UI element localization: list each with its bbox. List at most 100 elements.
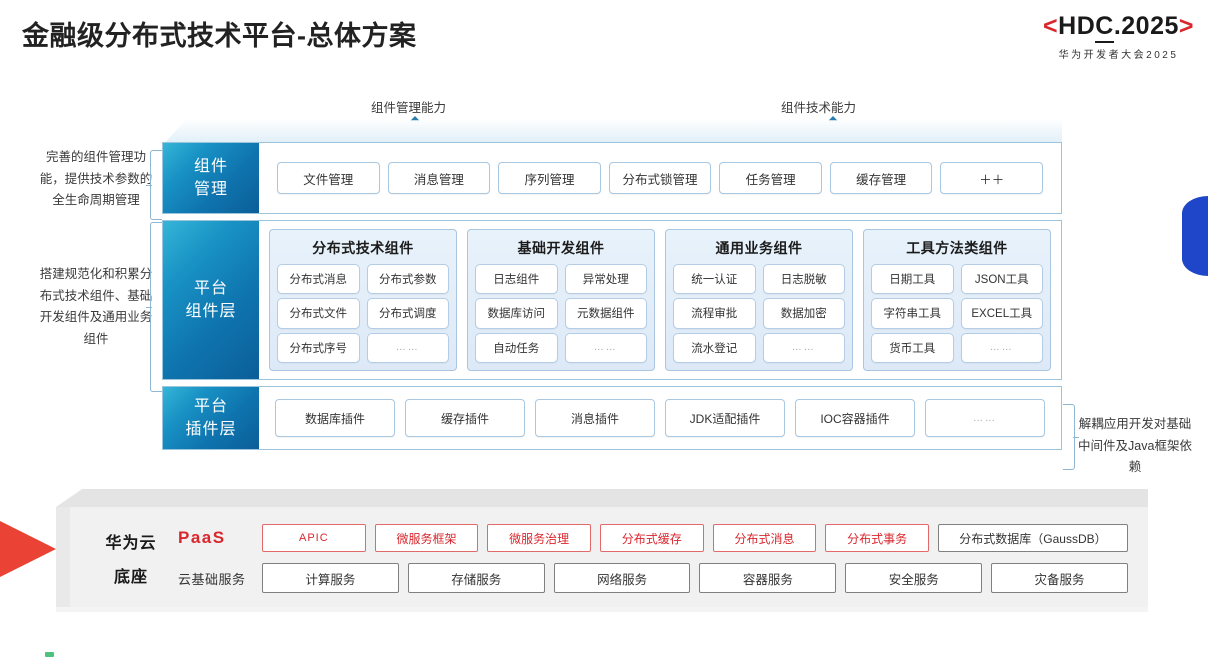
red-arrow-decoration bbox=[0, 505, 56, 593]
cloud-service-items: 计算服务 存储服务 网络服务 容器服务 安全服务 灾备服务 bbox=[262, 563, 1128, 593]
cloud-item-security[interactable]: 安全服务 bbox=[845, 563, 983, 593]
paas-item-distributed-database[interactable]: 分布式数据库（GaussDB） bbox=[937, 524, 1128, 552]
paas-service-items: APIC 微服务框架 微服务治理 分布式缓存 分布式消息 分布式事务 分布式数据… bbox=[262, 524, 1128, 552]
chip-file-management[interactable]: 文件管理 bbox=[277, 162, 380, 194]
paas-item-microservice-governance[interactable]: 微服务治理 bbox=[487, 524, 591, 552]
huawei-cloud-line2: 底座 bbox=[113, 568, 148, 586]
chip-message-management[interactable]: 消息管理 bbox=[387, 162, 491, 194]
hdc-logo: <HDC.2025> 华为开发者大会2025 bbox=[1043, 12, 1194, 61]
paas-item-distributed-message[interactable]: 分布式消息 bbox=[712, 524, 817, 552]
cell-component[interactable]: 流水登记 bbox=[673, 332, 756, 363]
cell-component[interactable]: 字符串工具 bbox=[871, 298, 954, 329]
cell-component[interactable]: 日志脱敏 bbox=[762, 264, 845, 295]
logo-hd: HD bbox=[1058, 12, 1096, 40]
cell-component[interactable]: EXCEL工具 bbox=[960, 298, 1043, 329]
layer-component-management: 组件 管理 文件管理 消息管理 序列管理 分布式锁管理 任务管理 缓存管理 ＋＋ bbox=[162, 142, 1062, 214]
cloud-service-row: 云基础服务 计算服务 存储服务 网络服务 容器服务 安全服务 灾备服务 bbox=[178, 562, 1128, 594]
layer-body-platform-plugin: 数据库插件 缓存插件 消息插件 JDK适配插件 IOC容器插件 …… bbox=[259, 387, 1061, 449]
paas-tag: PaaS bbox=[178, 528, 226, 547]
group-grid: 分布式消息 分布式参数 分布式文件 分布式调度 分布式序号 …… bbox=[277, 264, 449, 363]
logo-rest: .2025 bbox=[1113, 12, 1179, 40]
plugin-jdk-adapter[interactable]: JDK适配插件 bbox=[665, 399, 785, 437]
chip-task-management[interactable]: 任务管理 bbox=[719, 162, 822, 194]
cloud-item-network[interactable]: 网络服务 bbox=[553, 563, 691, 593]
side-note-component: 搭建规范化和积累分布式技术组件、基础开发组件及通用业务组件 bbox=[39, 267, 153, 346]
cell-component[interactable]: 数据库访问 bbox=[475, 298, 558, 329]
arrow-label-management: 组件管理能力 bbox=[371, 101, 447, 115]
layer-label-line2: 组件层 bbox=[185, 303, 237, 320]
chip-sequence-management[interactable]: 序列管理 bbox=[498, 162, 601, 194]
cell-component[interactable]: 分布式参数 bbox=[366, 264, 449, 295]
paas-rows: PaaS APIC 微服务框架 微服务治理 分布式缓存 分布式消息 分布式事务 … bbox=[178, 522, 1128, 594]
cell-component[interactable]: 货币工具 bbox=[871, 332, 954, 363]
blue-lens-decoration bbox=[1182, 196, 1208, 276]
layer-label-line2: 管理 bbox=[193, 181, 228, 198]
layer-platform-component: 平台 组件层 分布式技术组件 分布式消息 分布式参数 分布式文件 分布式调度 分… bbox=[162, 220, 1062, 380]
logo-angle-left: < bbox=[1043, 12, 1059, 40]
cell-more[interactable]: …… bbox=[762, 332, 845, 363]
layer-label-line2: 插件层 bbox=[185, 421, 237, 438]
cell-more[interactable]: …… bbox=[366, 332, 449, 363]
layer-label-line1: 平台 bbox=[193, 397, 228, 415]
bracket-management bbox=[146, 150, 162, 220]
cell-component[interactable]: 流程审批 bbox=[673, 298, 756, 329]
cell-component[interactable]: 元数据组件 bbox=[564, 298, 647, 329]
cell-component[interactable]: 分布式文件 bbox=[277, 298, 360, 329]
paas-item-distributed-cache[interactable]: 分布式缓存 bbox=[599, 524, 704, 552]
paas-item-apic[interactable]: APIC bbox=[262, 524, 366, 552]
paas-item-microservice-framework[interactable]: 微服务框架 bbox=[374, 524, 479, 552]
platform-stack: 组件 管理 文件管理 消息管理 序列管理 分布式锁管理 任务管理 缓存管理 ＋＋… bbox=[162, 142, 1062, 450]
side-note-plugin: 解耦应用开发对基础中间件及Java框架依赖 bbox=[1078, 417, 1192, 474]
paas-platform-shadow bbox=[56, 607, 1148, 612]
chip-add-more[interactable]: ＋＋ bbox=[940, 162, 1044, 194]
cloud-item-container[interactable]: 容器服务 bbox=[699, 563, 837, 593]
cell-component[interactable]: 自动任务 bbox=[475, 332, 558, 363]
layer-label-component-management: 组件 管理 bbox=[163, 143, 259, 213]
paas-item-distributed-transaction[interactable]: 分布式事务 bbox=[825, 524, 929, 552]
plugin-database[interactable]: 数据库插件 bbox=[275, 399, 395, 437]
layer-label-platform-component: 平台 组件层 bbox=[163, 221, 259, 379]
plugin-message[interactable]: 消息插件 bbox=[535, 399, 655, 437]
group-title: 工具方法类组件 bbox=[906, 240, 1008, 256]
group-grid: 统一认证 日志脱敏 流程审批 数据加密 流水登记 …… bbox=[673, 264, 845, 363]
cell-more[interactable]: …… bbox=[960, 332, 1043, 363]
layer-body-platform-component: 分布式技术组件 分布式消息 分布式参数 分布式文件 分布式调度 分布式序号 ……… bbox=[259, 221, 1061, 379]
plugin-cache[interactable]: 缓存插件 bbox=[405, 399, 525, 437]
cell-component[interactable]: 数据加密 bbox=[762, 298, 845, 329]
cell-component[interactable]: JSON工具 bbox=[960, 264, 1043, 295]
group-tool-method: 工具方法类组件 日期工具 JSON工具 字符串工具 EXCEL工具 货币工具 …… bbox=[863, 229, 1051, 371]
cell-component[interactable]: 异常处理 bbox=[564, 264, 647, 295]
plugin-more[interactable]: …… bbox=[925, 399, 1045, 437]
huawei-cloud-label: 华为云 底座 bbox=[88, 527, 174, 594]
plugin-ioc-container[interactable]: IOC容器插件 bbox=[795, 399, 915, 437]
group-title: 通用业务组件 bbox=[715, 240, 803, 256]
bracket-plugin bbox=[1063, 404, 1079, 470]
bracket-component bbox=[146, 222, 162, 392]
chip-distributed-lock-management[interactable]: 分布式锁管理 bbox=[608, 162, 712, 194]
layer-body-component-management: 文件管理 消息管理 序列管理 分布式锁管理 任务管理 缓存管理 ＋＋ bbox=[259, 143, 1061, 213]
layer-label-line1: 组件 bbox=[193, 157, 228, 175]
page-title: 金融级分布式技术平台-总体方案 bbox=[22, 21, 417, 51]
cloud-item-storage[interactable]: 存储服务 bbox=[407, 563, 545, 593]
group-general-business: 通用业务组件 统一认证 日志脱敏 流程审批 数据加密 流水登记 …… bbox=[665, 229, 853, 371]
cell-component[interactable]: 日期工具 bbox=[871, 264, 954, 295]
cell-component[interactable]: 分布式序号 bbox=[277, 332, 360, 363]
cell-more[interactable]: …… bbox=[564, 332, 647, 363]
huawei-cloud-line1: 华为云 bbox=[105, 535, 157, 552]
cell-component[interactable]: 日志组件 bbox=[475, 264, 558, 295]
side-note-management: 完善的组件管理功能，提供技术参数的全生命周期管理 bbox=[39, 150, 153, 207]
paas-platform-left-face bbox=[56, 507, 70, 607]
chip-cache-management[interactable]: 缓存管理 bbox=[829, 162, 933, 194]
cell-component[interactable]: 分布式调度 bbox=[366, 298, 449, 329]
group-title: 基础开发组件 bbox=[517, 240, 605, 256]
stack-top-band bbox=[162, 120, 1062, 146]
cell-component[interactable]: 统一认证 bbox=[673, 264, 756, 295]
cell-component[interactable]: 分布式消息 bbox=[277, 264, 360, 295]
green-mark-decoration bbox=[45, 652, 54, 657]
arrow-label-technology: 组件技术能力 bbox=[781, 101, 857, 115]
logo-angle-right: > bbox=[1178, 12, 1194, 40]
cloud-item-compute[interactable]: 计算服务 bbox=[262, 563, 399, 593]
cloud-service-tag: 云基础服务 bbox=[178, 571, 246, 587]
cloud-item-disaster-recovery[interactable]: 灾备服务 bbox=[991, 563, 1128, 593]
group-grid: 日志组件 异常处理 数据库访问 元数据组件 自动任务 …… bbox=[475, 264, 647, 363]
